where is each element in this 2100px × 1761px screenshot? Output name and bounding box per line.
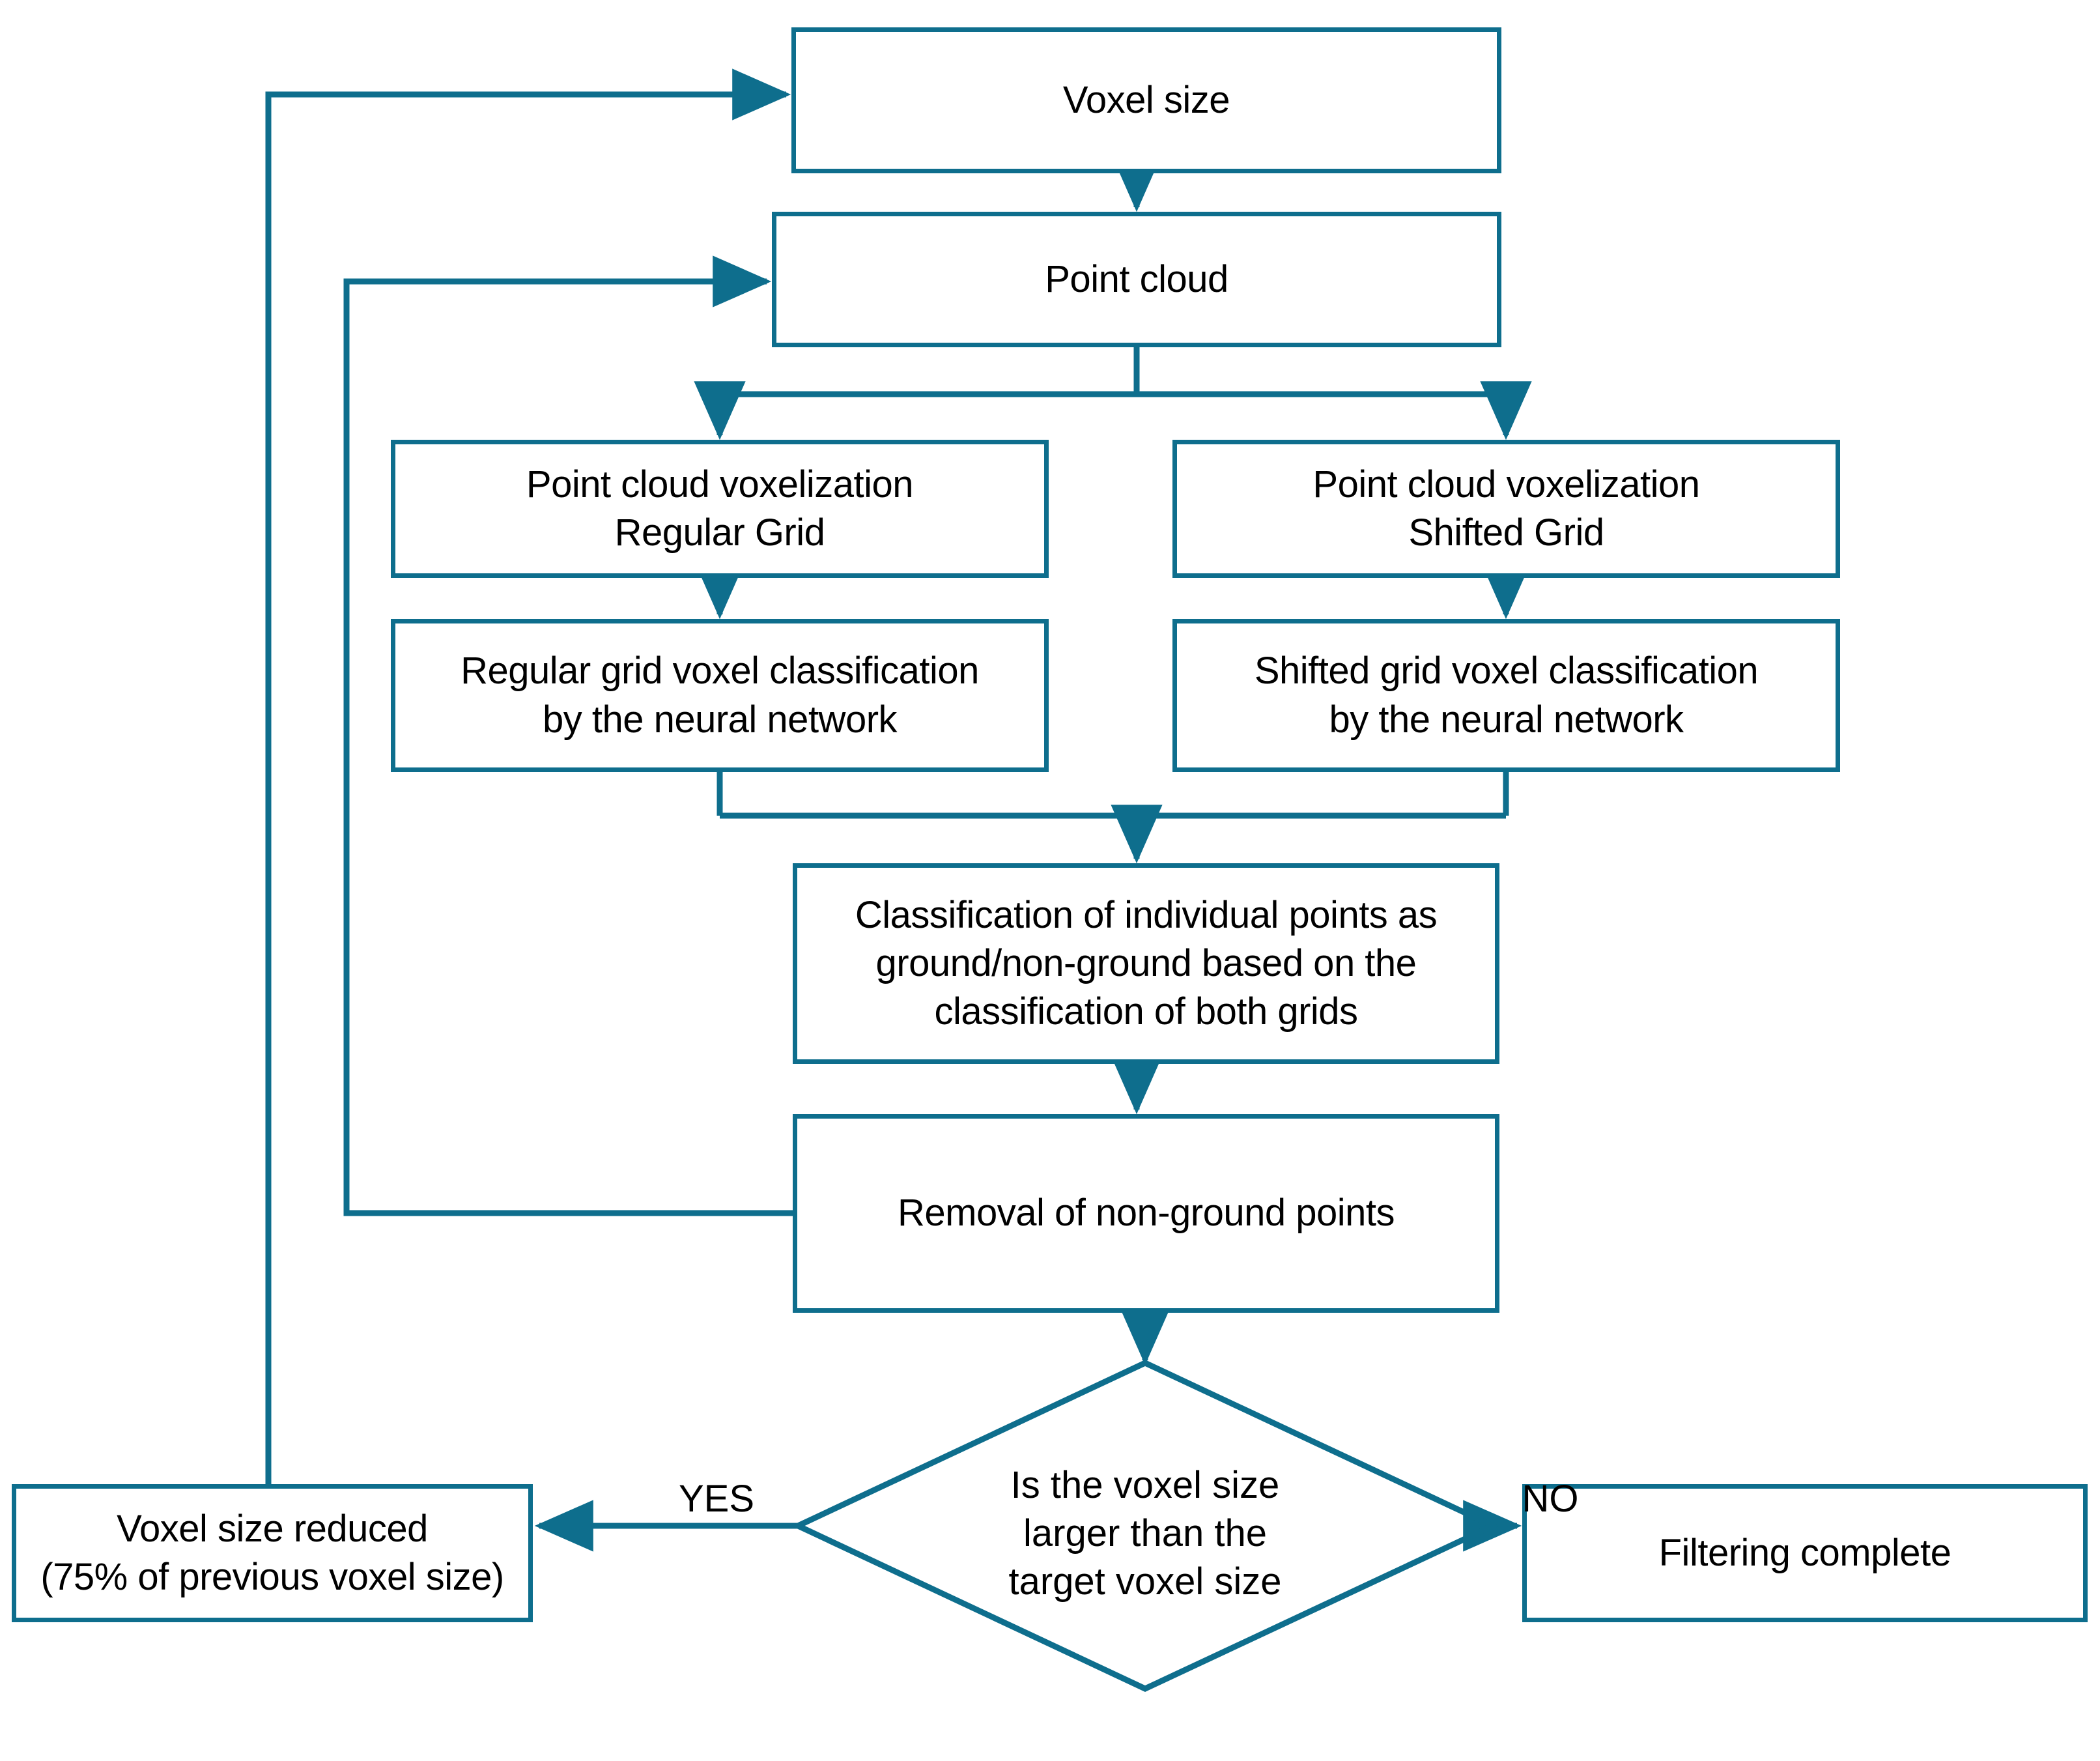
node-filtering-complete-label: Filtering complete: [1658, 1531, 1951, 1574]
node-classification-shifted-line1: Shifted grid voxel classification: [1254, 650, 1759, 693]
decision-diamond-outline: [791, 1360, 1500, 1692]
node-voxelization-regular-grid[interactable]: Point cloud voxelization Regular Grid: [391, 440, 1049, 578]
node-voxelization-shifted-line2: Shifted Grid: [1408, 511, 1604, 554]
node-voxel-size-label: Voxel size: [1062, 78, 1230, 121]
node-classification-regular-line1: Regular grid voxel classification: [461, 650, 979, 693]
node-decision-line2: larger than the: [1023, 1512, 1268, 1555]
node-voxel-reduced-line1: Voxel size reduced: [117, 1507, 428, 1550]
node-voxel-reduced-line2: (75% of previous voxel size): [40, 1556, 504, 1598]
node-classification-shifted-grid[interactable]: Shifted grid voxel classification by the…: [1172, 619, 1840, 772]
edge-label-yes: YES: [678, 1478, 755, 1520]
node-voxelization-regular-line2: Regular Grid: [614, 511, 825, 554]
node-removal-label: Removal of non-ground points: [897, 1192, 1395, 1235]
node-decision-line1: Is the voxel size: [1010, 1464, 1280, 1506]
node-point-classification[interactable]: Classification of individual points as g…: [793, 863, 1499, 1064]
node-voxelization-shifted-line1: Point cloud voxelization: [1312, 463, 1700, 506]
edge-voxel-reduced-feedback-to-voxel-size: [265, 68, 791, 1484]
node-voxel-size[interactable]: Voxel size: [791, 27, 1501, 173]
edge-removal-feedback-to-point-cloud: [343, 255, 793, 1216]
node-classification-regular-line2: by the neural network: [542, 698, 898, 741]
node-voxel-size-reduced[interactable]: Voxel size reduced (75% of previous voxe…: [12, 1484, 533, 1622]
node-voxelization-shifted-grid[interactable]: Point cloud voxelization Shifted Grid: [1172, 440, 1840, 578]
node-decision-voxel-size[interactable]: Is the voxel size larger than the target…: [917, 1461, 1373, 1607]
node-point-classification-line1: Classification of individual points as: [855, 893, 1438, 936]
node-point-classification-line3: classification of both grids: [934, 990, 1358, 1033]
node-classification-regular-grid[interactable]: Regular grid voxel classification by the…: [391, 619, 1049, 772]
node-point-classification-line2: ground/non-ground based on the: [875, 941, 1417, 984]
node-voxelization-regular-line1: Point cloud voxelization: [526, 463, 914, 506]
node-classification-shifted-line2: by the neural network: [1329, 698, 1684, 741]
node-point-cloud[interactable]: Point cloud: [772, 212, 1501, 347]
node-filtering-complete[interactable]: Filtering complete: [1522, 1484, 2088, 1622]
node-decision-line3: target voxel size: [1008, 1560, 1282, 1603]
edge-label-no: NO: [1522, 1478, 1579, 1520]
node-point-cloud-label: Point cloud: [1045, 257, 1228, 300]
node-removal-of-non-ground-points[interactable]: Removal of non-ground points: [793, 1114, 1499, 1313]
